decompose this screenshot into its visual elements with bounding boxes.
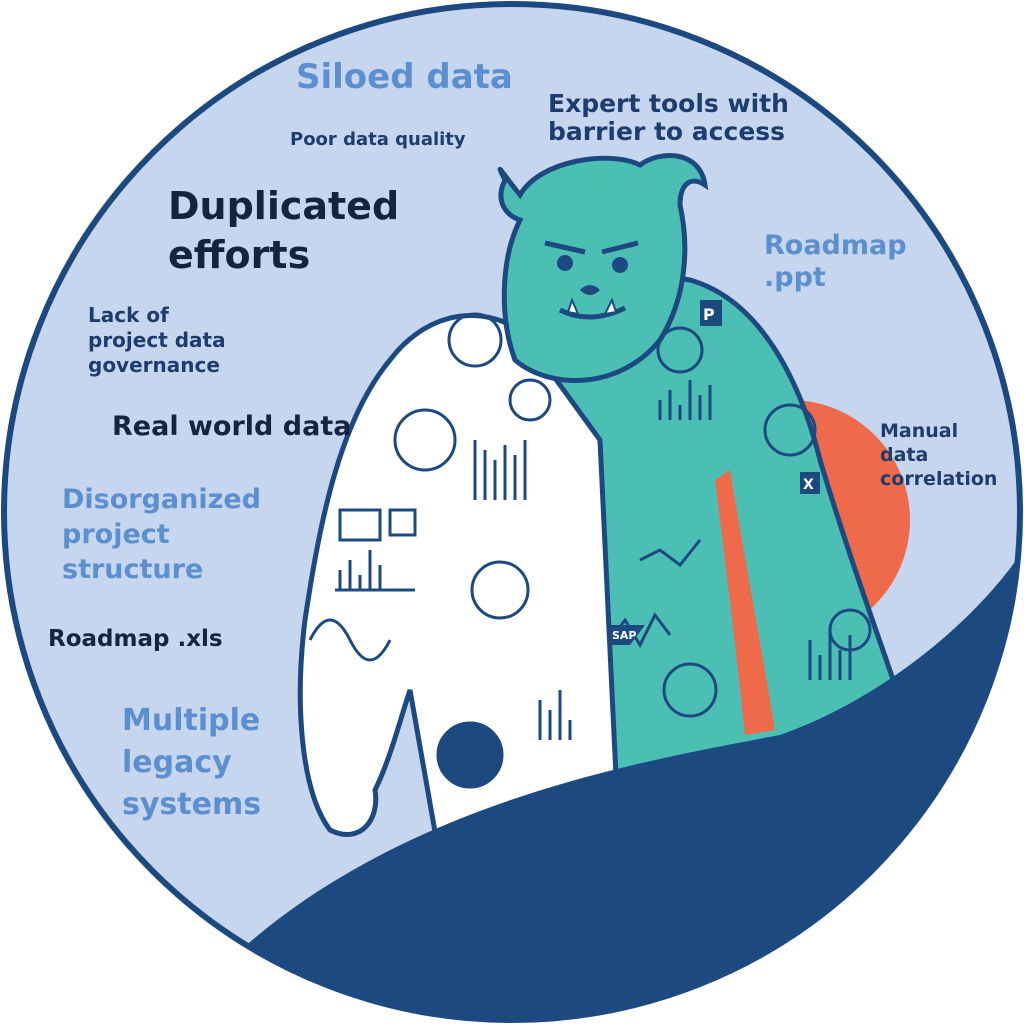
- label-roadmap-xls: Roadmap .xls: [48, 626, 223, 652]
- label-poor-data-quality: Poor data quality: [290, 129, 466, 150]
- svg-text:SAP: SAP: [612, 629, 637, 642]
- sap-logo: SAP: [610, 625, 645, 645]
- nose: [580, 285, 600, 295]
- label-roadmap-ppt: Roadmap .ppt: [764, 230, 907, 294]
- label-siloed-data: Siloed data: [296, 57, 513, 97]
- svg-text:P: P: [703, 305, 715, 324]
- label-lack-of-governance: Lack of project data governance: [88, 303, 226, 377]
- powerpoint-icon: P: [700, 300, 722, 326]
- label-multiple-legacy-systems: Multiple legacy systems: [122, 703, 262, 822]
- left-eye: [557, 255, 573, 271]
- label-real-world-data: Real world data: [112, 411, 352, 442]
- navy-hill: [230, 540, 1020, 1020]
- right-eye: [612, 257, 628, 273]
- mouth: [558, 305, 627, 320]
- excel-icon: X: [800, 472, 820, 494]
- chart-doodles: [308, 312, 872, 789]
- label-manual-correlation: Manual data correlation: [880, 420, 998, 490]
- label-expert-tools: Expert tools with barrier to access: [548, 89, 789, 146]
- label-duplicated-efforts: Duplicated efforts: [168, 184, 400, 278]
- label-disorganized-structure: Disorganized project structure: [62, 484, 261, 586]
- monster-head: [497, 153, 709, 383]
- orange-strip: [715, 470, 775, 735]
- svg-text:X: X: [803, 477, 814, 493]
